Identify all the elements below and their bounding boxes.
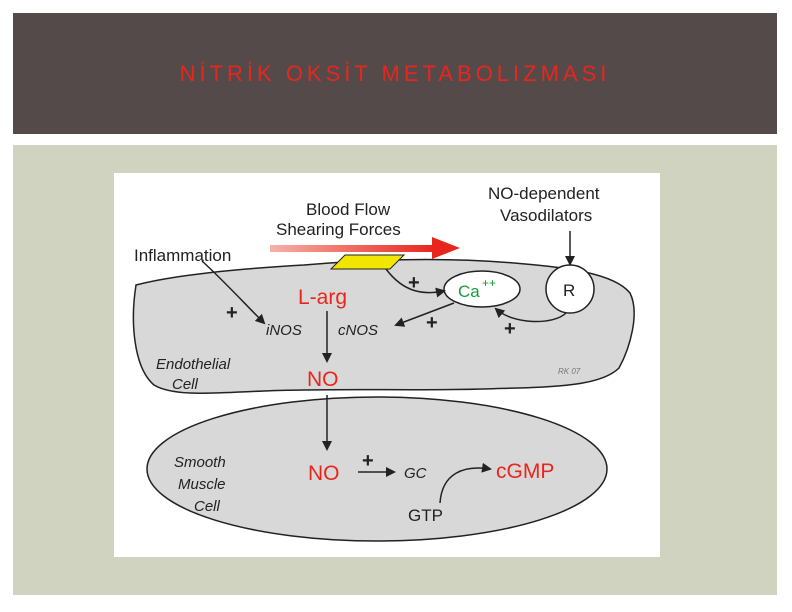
label-endothelial-1: Endothelial xyxy=(156,356,231,373)
arrow-receptor-to-calcium xyxy=(494,307,567,323)
plus-inflammation: + xyxy=(226,302,238,324)
label-blood-flow-1: Blood Flow xyxy=(306,200,391,219)
slide-title: NİTRİK OKSİT METABOLIZMASI xyxy=(179,60,611,86)
smooth-muscle-cell xyxy=(146,396,608,542)
label-gtp: GTP xyxy=(408,506,443,525)
blood-flow-arrow-shaft xyxy=(270,245,434,252)
nitric-oxide-diagram: Blood Flow Shearing Forces NO-dependent … xyxy=(114,173,660,557)
plus-calcium-cnos: + xyxy=(426,312,438,334)
label-cgmp: cGMP xyxy=(496,460,554,483)
label-receptor: R xyxy=(563,281,575,300)
arrow-shear-to-calcium xyxy=(385,268,446,298)
label-calcium: Ca xyxy=(458,282,480,301)
label-no-dependent-2: Vasodilators xyxy=(500,206,592,225)
label-smooth-2: Muscle xyxy=(178,476,226,493)
label-gc: GC xyxy=(404,465,427,482)
label-no-dependent-1: NO-dependent xyxy=(488,184,600,203)
label-blood-flow-2: Shearing Forces xyxy=(276,220,401,239)
arrow-gtp-to-cgmp xyxy=(439,462,492,504)
label-endothelial-2: Cell xyxy=(172,376,199,393)
plus-shear: + xyxy=(408,272,420,294)
label-smooth-1: Smooth xyxy=(174,454,226,471)
label-no-smooth: NO xyxy=(308,462,340,485)
label-smooth-3: Cell xyxy=(194,498,221,515)
label-l-arg: L-arg xyxy=(298,286,347,309)
label-signature: RK 07 xyxy=(558,367,581,376)
shear-stress-bar xyxy=(329,254,406,270)
blood-flow-arrow-head xyxy=(432,237,460,259)
plus-receptor: + xyxy=(504,318,516,340)
label-no-endothelial: NO xyxy=(307,368,339,391)
diagram-canvas: Blood Flow Shearing Forces NO-dependent … xyxy=(132,184,635,542)
label-inos: iNOS xyxy=(266,322,302,339)
label-cnos: cNOS xyxy=(338,322,378,339)
plus-no-gc: + xyxy=(362,450,374,472)
arrow-inflammation-to-inos xyxy=(201,260,266,325)
arrow-calcium-to-cnos xyxy=(394,302,455,327)
slide-header: NİTRİK OKSİT METABOLIZMASI xyxy=(13,13,777,134)
label-calcium-charge: ++ xyxy=(482,276,496,290)
label-inflammation: Inflammation xyxy=(134,246,231,265)
